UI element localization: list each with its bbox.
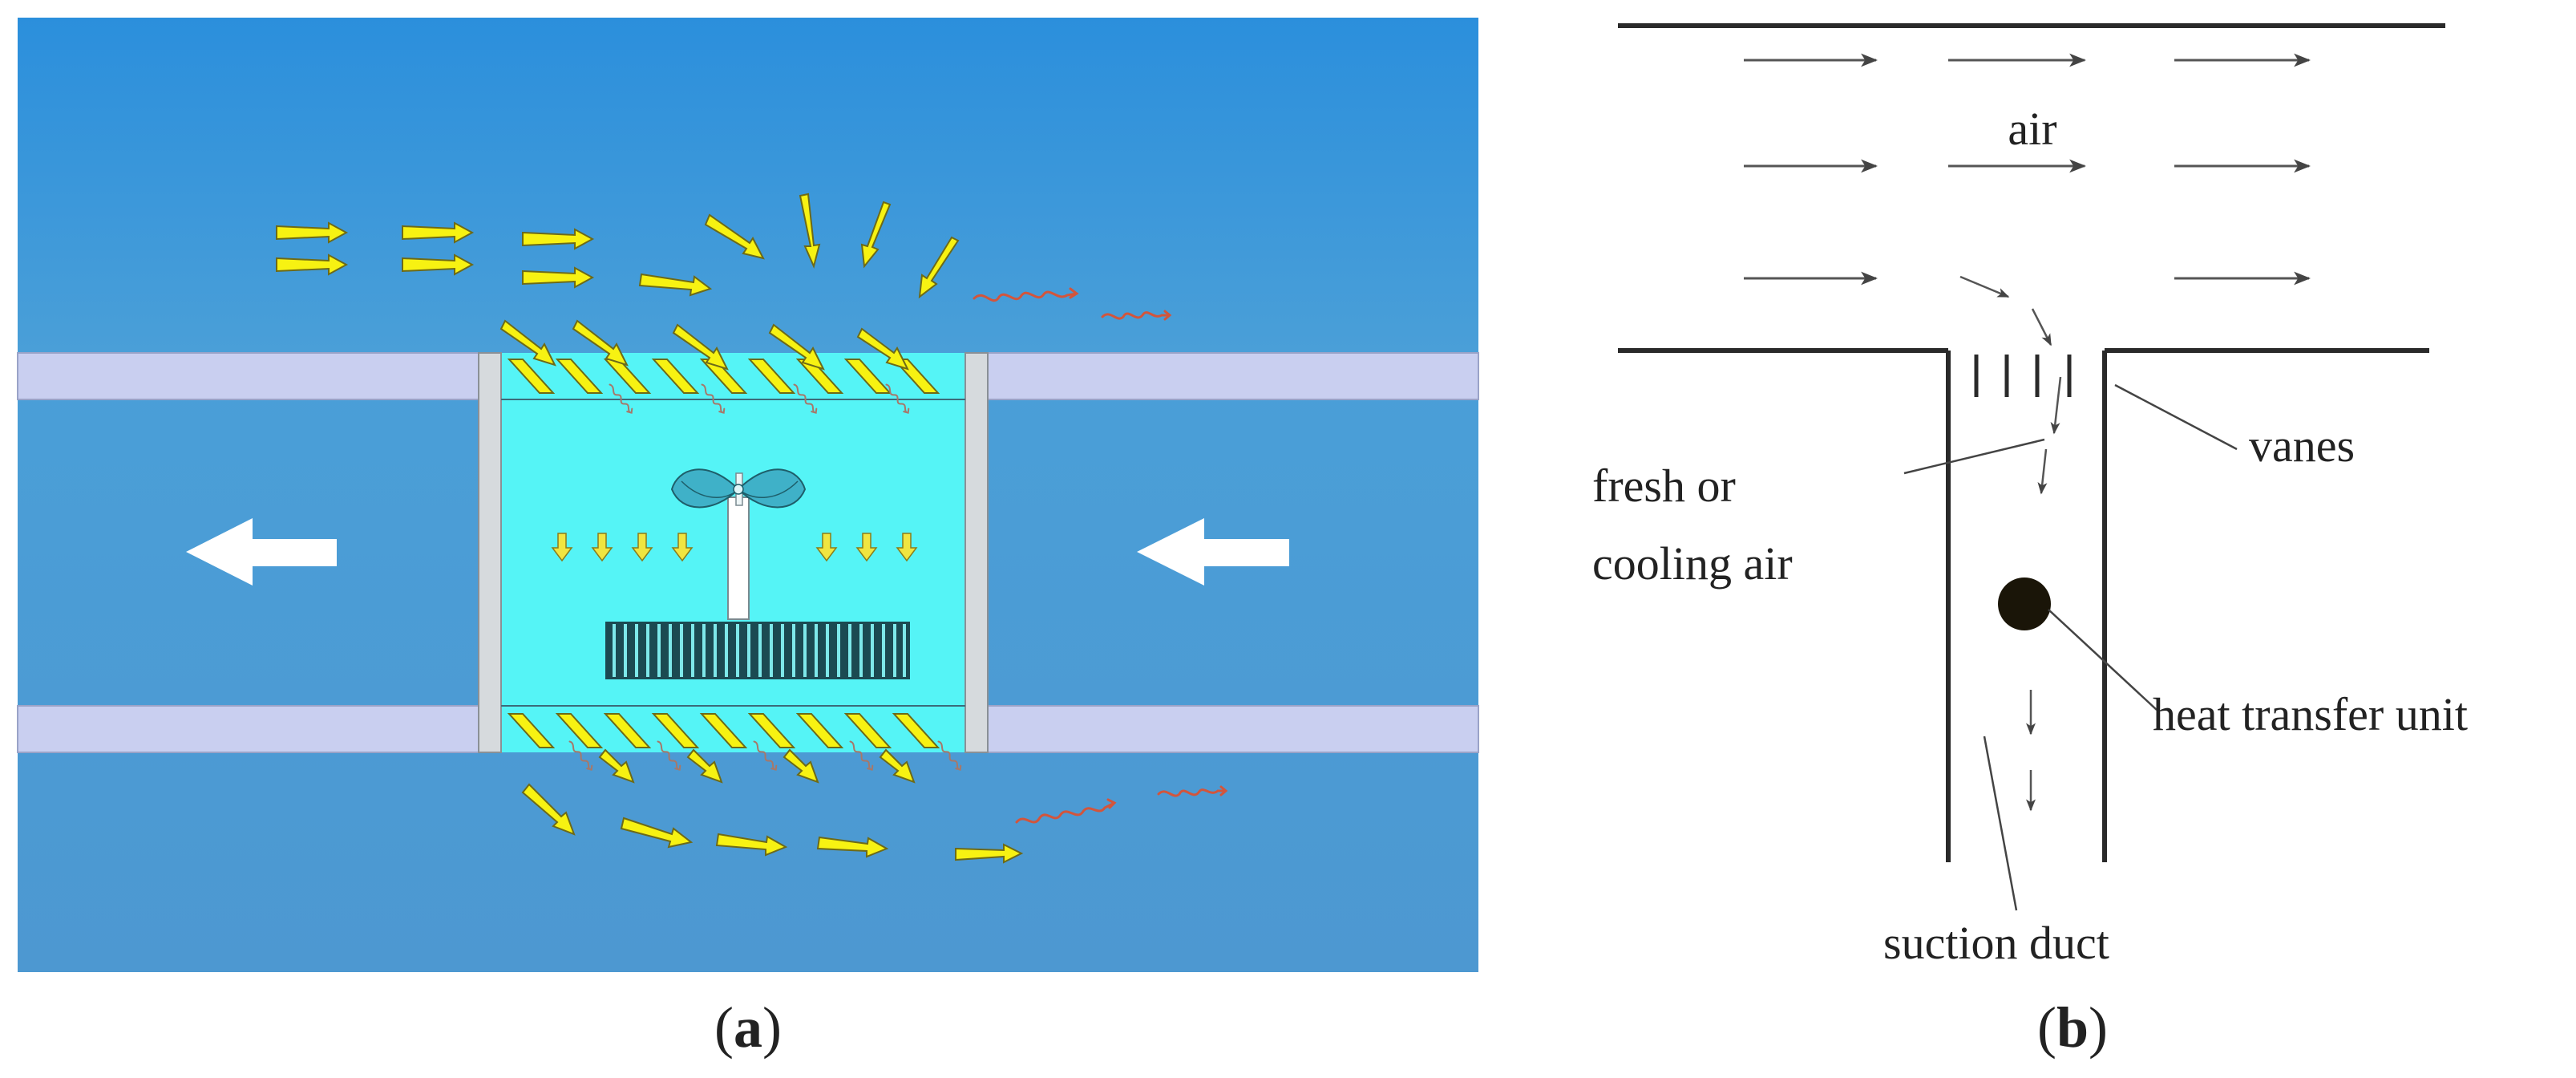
chamber-down-arrows bbox=[551, 533, 918, 562]
lower-channel-right bbox=[987, 705, 1479, 753]
left-flow-arrow bbox=[186, 518, 337, 586]
caption-b: (b) bbox=[2037, 995, 2108, 1060]
label-vanes: vanes bbox=[2249, 419, 2355, 472]
air-flow-arrows bbox=[1744, 53, 2311, 812]
yellow-arrows-upper bbox=[276, 192, 960, 371]
vortex-squiggles bbox=[973, 287, 1228, 824]
heat-exchanger-fins bbox=[605, 622, 910, 679]
upper-channel-right bbox=[987, 352, 1479, 400]
panel-a-illustration bbox=[17, 18, 1479, 972]
caption-a: (a) bbox=[714, 995, 782, 1060]
upper-channel-left bbox=[17, 352, 479, 400]
heat-transfer-unit-icon bbox=[1998, 578, 2051, 630]
fan-icon bbox=[670, 468, 807, 620]
right-flow-arrow bbox=[1137, 518, 1289, 586]
vortex-squiggles-small bbox=[568, 383, 962, 771]
label-heat-transfer-unit: heat transfer unit bbox=[2153, 688, 2468, 740]
bottom-vanes bbox=[507, 713, 940, 748]
flow-arrows-white bbox=[186, 518, 1289, 586]
leader-lines bbox=[1903, 383, 2238, 911]
label-cooling-air: cooling air bbox=[1592, 537, 1793, 590]
label-air: air bbox=[2008, 103, 2056, 155]
vanes-lines bbox=[1974, 355, 2072, 397]
chamber-wall-left bbox=[478, 352, 502, 753]
label-fresh-or: fresh or bbox=[1592, 460, 1736, 512]
label-suction-duct: suction duct bbox=[1883, 917, 2109, 969]
chamber-wall-right bbox=[964, 352, 989, 753]
yellow-arrows-lower bbox=[521, 748, 1024, 864]
lower-channel-left bbox=[17, 705, 479, 753]
panel-b-schematic bbox=[1618, 23, 2445, 862]
